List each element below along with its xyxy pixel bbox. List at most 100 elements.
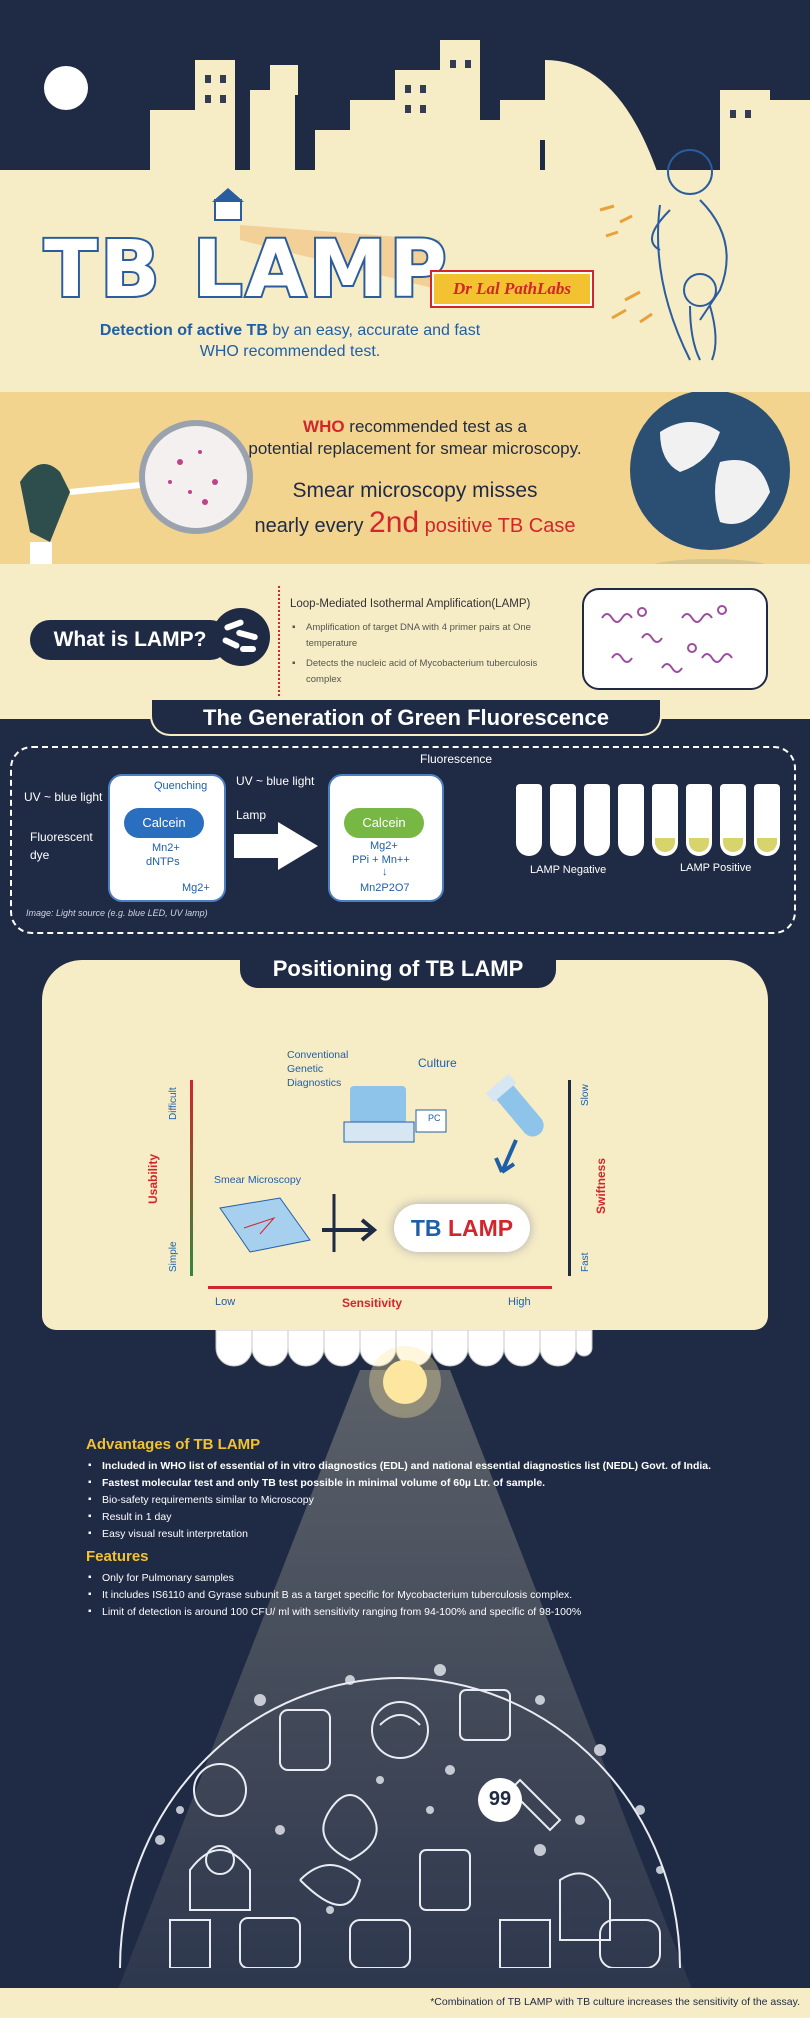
lamp-section: What is LAMP? Loop-Mediated Isothermal A… <box>0 564 810 719</box>
fluorescence-label: Fluorescence <box>420 752 493 766</box>
divider <box>278 586 280 696</box>
tagline: Detection of active TB by an easy, accur… <box>80 320 500 362</box>
down-arrow-icon: ↓ <box>382 866 388 878</box>
fluorescent-dye-label: Fluorescent dye <box>30 830 93 862</box>
sensitivity-label: Sensitivity <box>342 1296 403 1310</box>
tb-lamp-badge: TB LAMP <box>394 1204 530 1252</box>
test-tube-positive <box>652 784 678 856</box>
difficult-label: Difficult <box>168 1087 179 1120</box>
who-line4-post: positive TB Case <box>419 515 576 537</box>
hero-section: TB LAMP Dr Lal PathLabs Detection of act… <box>0 0 810 392</box>
test-tube-negative <box>584 784 610 856</box>
calcein-pill-green: Calcein <box>344 808 424 838</box>
smear-label: Smear Microscopy <box>214 1174 301 1186</box>
culture-label: Culture <box>418 1056 457 1070</box>
lamp-negative-label: LAMP Negative <box>530 864 607 876</box>
title-part-mp: MP <box>307 225 450 315</box>
who-line4-num: 2nd <box>369 506 420 539</box>
uv-label-1: UV ~ blue light <box>24 790 103 804</box>
tagline-rest: by an easy, accurate and fast <box>267 322 481 339</box>
arrow-right-icon <box>234 822 318 870</box>
product-box <box>328 774 444 902</box>
test-tube-negative <box>516 784 542 856</box>
usability-label: Usability <box>146 1153 160 1204</box>
gauge-number: 99 <box>488 1788 512 1810</box>
advantage-item: Result in 1 day <box>86 1509 746 1525</box>
mg-label-2: Mg2+ <box>370 840 398 852</box>
features-list: Only for Pulmonary samples It includes I… <box>86 1570 746 1620</box>
feature-item: It includes IS6110 and Gyrase subunit B … <box>86 1587 746 1603</box>
tagline-line2: WHO recommended test. <box>199 343 381 360</box>
lamp-bullet: Amplification of target DNA with 4 prime… <box>290 620 550 652</box>
quenching-box <box>108 774 226 902</box>
feature-item: Limit of detection is around 100 CFU/ ml… <box>86 1604 746 1620</box>
health-icons-dome <box>119 1664 681 1968</box>
swiftness-label: Swiftness <box>594 1157 608 1214</box>
page-title: TB LAMP <box>42 225 450 315</box>
footnote-bar <box>0 1988 810 2018</box>
footnote: *Combination of TB LAMP with TB culture … <box>430 1996 800 2008</box>
advantages-list: Included in WHO list of essential of in … <box>86 1458 746 1542</box>
advantage-item: Included in WHO list of essential of in … <box>86 1458 746 1474</box>
title-part-tbl: TB L <box>42 225 246 315</box>
brand-logo-text: Dr Lal PathLabs <box>452 279 572 298</box>
globe-icon <box>630 392 790 564</box>
quenching-label: Quenching <box>154 780 208 792</box>
brand-logo: Dr Lal PathLabs <box>432 272 592 306</box>
who-line4-pre: nearly every <box>254 515 370 537</box>
high-label: High <box>508 1296 531 1308</box>
lamp-heading: Loop-Mediated Isothermal Amplification(L… <box>290 598 531 610</box>
pc-label: PC <box>428 1113 441 1123</box>
culture-tube-icon <box>486 1074 544 1174</box>
swiftness-axis <box>568 1080 571 1276</box>
dna-amplification-illustration <box>582 588 768 690</box>
calcein-pill: Calcein <box>124 808 204 838</box>
product-label: Mn2P2O7 <box>360 882 410 894</box>
computer-icon <box>343 1086 447 1143</box>
advantage-item: Fastest molecular test and only TB test … <box>86 1475 746 1491</box>
who-line1-rest: recommended test as a <box>344 417 527 436</box>
lamp-label: Lamp <box>236 808 267 822</box>
light-source-caption: Image: Light source (e.g. blue LED, UV l… <box>26 908 208 918</box>
uv-label-2: UV ~ blue light <box>236 774 315 788</box>
smear-slide-icon <box>219 1194 378 1253</box>
conventional-label: Conventional Genetic Diagnostics <box>287 1049 349 1089</box>
usability-axis <box>190 1080 193 1276</box>
what-is-lamp-pill: What is LAMP? <box>30 620 230 660</box>
low-label: Low <box>215 1296 236 1308</box>
mg-label: Mg2+ <box>182 882 210 894</box>
test-tube-positive <box>754 784 780 856</box>
feature-item: Only for Pulmonary samples <box>86 1570 746 1586</box>
lamp-light-cone <box>110 1330 700 2010</box>
test-tube-positive <box>720 784 746 856</box>
mn-label: Mn2+ <box>152 842 180 854</box>
lamp-description: Loop-Mediated Isothermal Amplification(L… <box>290 598 550 688</box>
lamp-positive-label: LAMP Positive <box>680 862 752 874</box>
who-word: WHO <box>303 417 345 436</box>
title-part-a: A <box>244 225 309 315</box>
test-tube-negative <box>618 784 644 856</box>
features-heading: Features <box>86 1548 149 1565</box>
positioning-title: Positioning of TB LAMP <box>240 950 556 988</box>
badge-lamp: LAMP <box>447 1215 514 1241</box>
who-line2: potential replacement for smear microsco… <box>248 439 582 458</box>
sensitivity-axis <box>208 1286 552 1289</box>
who-line1: WHO recommended test as a <box>200 416 630 438</box>
positioning-lampshade <box>42 960 768 1330</box>
lamp-bullet: Detects the nucleic acid of Mycobacteriu… <box>290 656 550 688</box>
who-section: WHO recommended test as a potential repl… <box>0 392 810 564</box>
advantage-item: Bio-safety requirements similar to Micro… <box>86 1492 746 1508</box>
test-tube-positive <box>686 784 712 856</box>
dntps-label: dNTPs <box>146 856 180 868</box>
badge-tb: TB <box>410 1215 442 1241</box>
ppi-label: PPi + Mn++ <box>352 854 410 866</box>
tagline-lead: Detection of active TB <box>99 322 268 339</box>
fluorescence-panel <box>10 746 796 934</box>
bacteria-icon <box>212 608 270 666</box>
lamp-bullets: Amplification of target DNA with 4 prime… <box>290 620 550 688</box>
city-skyline-illustration <box>44 40 810 361</box>
slow-label: Slow <box>580 1084 591 1106</box>
simple-label: Simple <box>168 1241 179 1272</box>
fast-label: Fast <box>580 1252 591 1272</box>
test-tube-negative <box>550 784 576 856</box>
